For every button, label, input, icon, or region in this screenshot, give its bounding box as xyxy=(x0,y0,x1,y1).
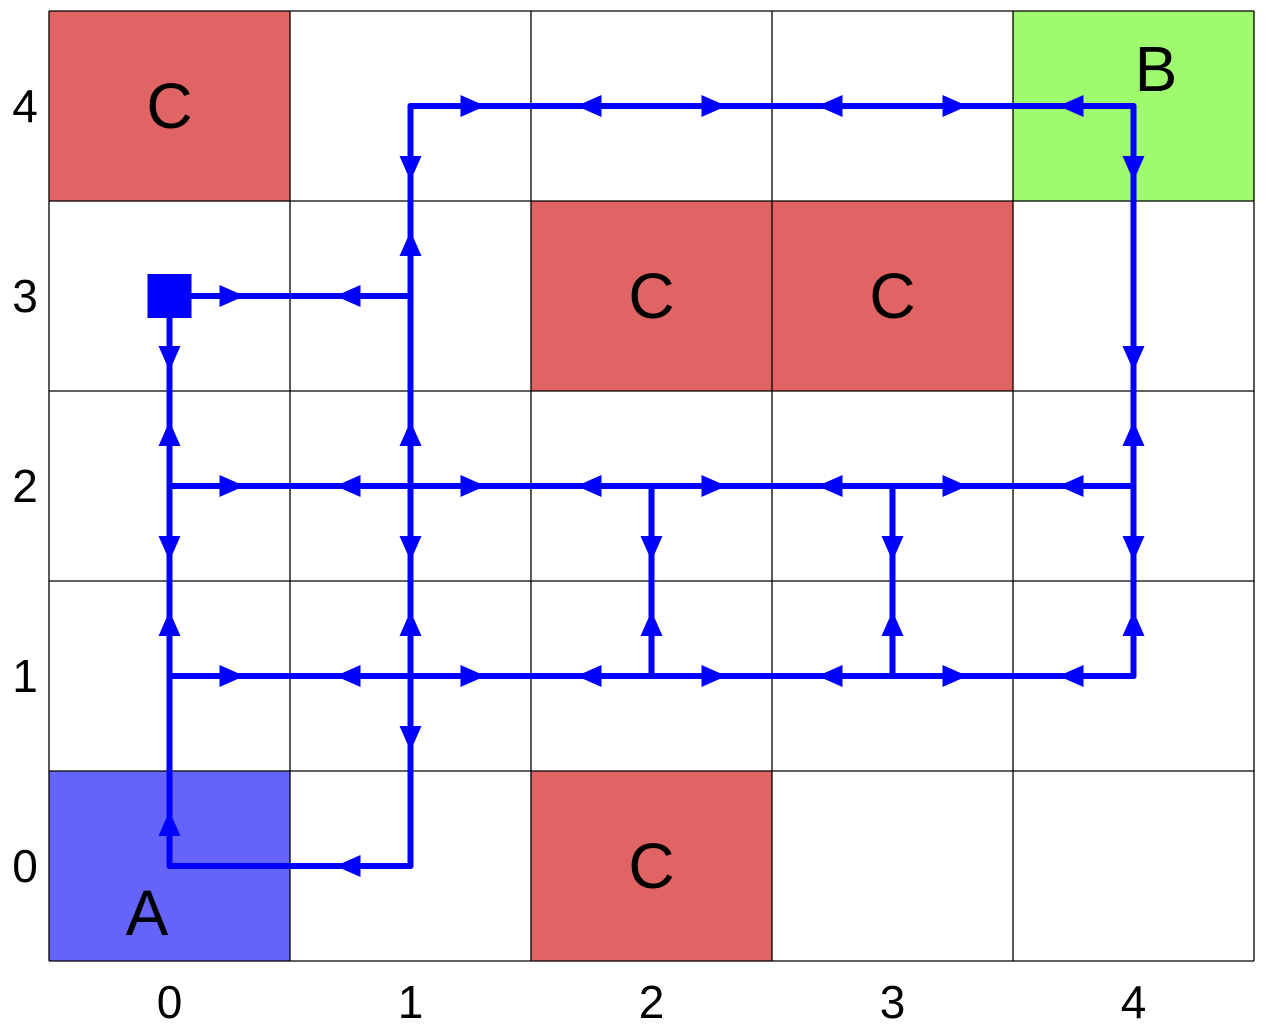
cell-label-cost: C xyxy=(146,70,192,142)
x-tick-label: 4 xyxy=(1121,976,1147,1028)
route-arrow-down-icon xyxy=(158,346,181,371)
route-arrow-up-icon xyxy=(399,231,422,256)
route-arrow-up-icon xyxy=(158,611,181,636)
x-tick-label: 0 xyxy=(157,976,183,1028)
y-tick-label: 0 xyxy=(12,840,38,892)
route-arrow-right-icon xyxy=(942,475,968,497)
route-arrow-down-icon xyxy=(158,536,181,561)
route-arrow-right-icon xyxy=(219,285,245,307)
route-arrow-down-icon xyxy=(1122,536,1145,561)
square-marker-icon xyxy=(147,274,192,318)
route-arrow-down-icon xyxy=(399,536,422,561)
route-arrow-left-icon xyxy=(817,475,843,497)
route-arrow-up-icon xyxy=(1122,421,1145,446)
cell-label-goal: B xyxy=(1135,33,1178,105)
gridlines-layer xyxy=(48,10,1255,962)
route-arrow-left-icon xyxy=(576,665,602,687)
route-arrow-left-icon xyxy=(817,665,843,687)
route-arrow-right-icon xyxy=(460,95,486,117)
cell-label-cost: C xyxy=(869,260,915,332)
x-tick-label: 3 xyxy=(880,976,906,1028)
route-arrow-left-icon xyxy=(817,95,843,117)
route-arrow-up-icon xyxy=(399,611,422,636)
y-tick-label: 2 xyxy=(12,460,38,512)
axis-labels-layer: 0 1 2 3 4 0 1 2 3 4 xyxy=(12,80,1146,1028)
route-arrow-left-icon xyxy=(335,665,361,687)
cell-cost-2-0 xyxy=(531,771,772,961)
route-arrow-down-icon xyxy=(1122,346,1145,371)
route-arrow-up-icon xyxy=(399,421,422,446)
y-tick-label: 3 xyxy=(12,270,38,322)
route-arrow-left-icon xyxy=(576,95,602,117)
route-arrow-down-icon xyxy=(1122,156,1145,181)
route-arrow-right-icon xyxy=(701,95,727,117)
y-tick-label: 1 xyxy=(12,650,38,702)
route-arrow-up-icon xyxy=(881,611,904,636)
route-arrow-right-icon xyxy=(460,665,486,687)
route-arrow-left-icon xyxy=(1058,665,1084,687)
route-arrow-right-icon xyxy=(942,95,968,117)
cell-label-cost: C xyxy=(628,830,674,902)
route-arrow-up-icon xyxy=(640,611,663,636)
route-arrow-left-icon xyxy=(335,855,361,877)
y-tick-label: 4 xyxy=(12,80,38,132)
cell-cost-2-3 xyxy=(531,201,772,391)
cell-label-start: A xyxy=(126,877,169,949)
x-tick-label: 2 xyxy=(639,976,665,1028)
route-arrow-down-icon xyxy=(399,726,422,751)
route-arrow-down-icon xyxy=(640,536,663,561)
route-arrow-right-icon xyxy=(942,665,968,687)
route-arrow-up-icon xyxy=(158,811,181,836)
x-tick-label: 1 xyxy=(398,976,424,1028)
route-arrow-right-icon xyxy=(701,665,727,687)
route-arrow-left-icon xyxy=(1058,95,1084,117)
cell-cost-0-4 xyxy=(49,11,290,201)
route-arrow-down-icon xyxy=(399,156,422,181)
route-arrow-right-icon xyxy=(219,475,245,497)
cell-label-cost: C xyxy=(628,260,674,332)
route-layer xyxy=(147,95,1145,877)
cell-labels-layer: C C C C A B xyxy=(126,33,1178,949)
route-arrow-right-icon xyxy=(460,475,486,497)
cell-cost-3-3 xyxy=(772,201,1013,391)
route-arrow-up-icon xyxy=(158,421,181,446)
route-arrow-left-icon xyxy=(1058,475,1084,497)
route-arrow-right-icon xyxy=(701,475,727,497)
route-arrow-left-icon xyxy=(576,475,602,497)
route-arrow-left-icon xyxy=(335,285,361,307)
route-arrow-right-icon xyxy=(219,665,245,687)
route-arrow-down-icon xyxy=(881,536,904,561)
route-arrow-left-icon xyxy=(335,475,361,497)
route-arrow-up-icon xyxy=(1122,611,1145,636)
